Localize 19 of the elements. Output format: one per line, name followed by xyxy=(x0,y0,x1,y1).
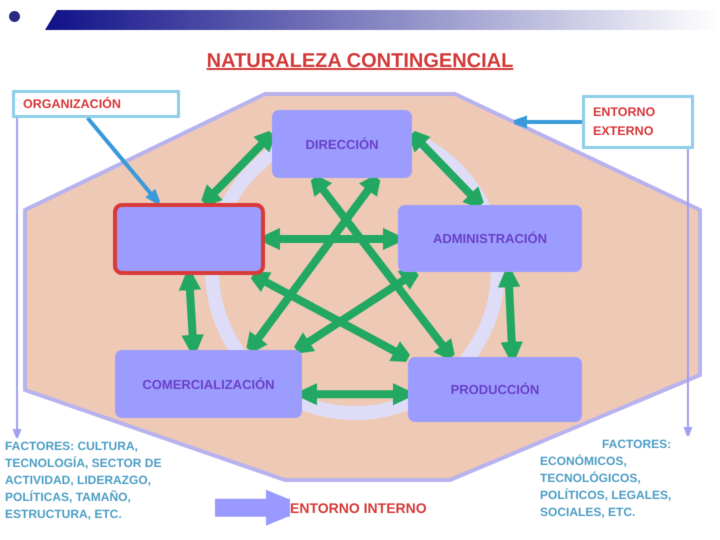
box-label: ADMINISTRACIÓN xyxy=(432,231,548,246)
process-box xyxy=(272,110,412,178)
leader-line xyxy=(86,116,160,204)
callout-text: ORGANIZACIÓN xyxy=(23,96,121,112)
process-box xyxy=(408,357,582,422)
box-label: PRODUCCIÓN xyxy=(450,382,540,397)
callout-text: ENTORNO EXTERNO xyxy=(593,104,656,140)
title: NATURALEZA CONTINGENCIAL xyxy=(206,50,514,73)
callout-box xyxy=(582,95,694,149)
process-box xyxy=(113,203,265,275)
process-box xyxy=(398,205,582,272)
box-label: DIRECCIÓN xyxy=(306,136,378,152)
callout-box xyxy=(12,90,180,118)
box-label: COMERCIALIZACIÓN xyxy=(142,376,275,392)
note-text: ENTORNO INTERNO xyxy=(290,497,427,519)
process-box xyxy=(115,350,302,418)
factors-text: FACTORES: ECONÓMICOS, TECNOLÓGICOS, POLÍTICOS, LEGALES, SOCIALES, ETC. xyxy=(540,436,690,521)
leader-line xyxy=(514,116,582,128)
factors-text: FACTORES: CULTURA, TECNOLOGÍA, SECTOR DE ACTIVIDAD, LIDERAZGO, POLÍTICAS, TAMAÑO, ESTRUCTURA, ETC. xyxy=(5,438,215,523)
